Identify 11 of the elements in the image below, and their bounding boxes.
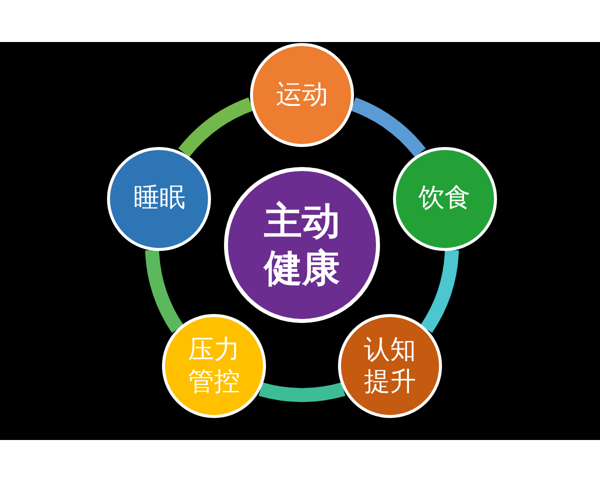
ring-connector <box>259 382 345 402</box>
topic-label: 压力管控 <box>188 334 240 399</box>
topic-label: 饮食 <box>418 182 471 215</box>
topic-label: 主动健康 <box>264 198 340 292</box>
ring-connector <box>350 98 426 158</box>
topic-label: 睡眠 <box>133 182 186 215</box>
ring-connector <box>145 250 184 333</box>
topic-label: 运动 <box>276 78 328 112</box>
ring-connector <box>420 250 459 333</box>
topic-label: 认知提升 <box>364 334 416 399</box>
ring-connector <box>178 98 254 158</box>
